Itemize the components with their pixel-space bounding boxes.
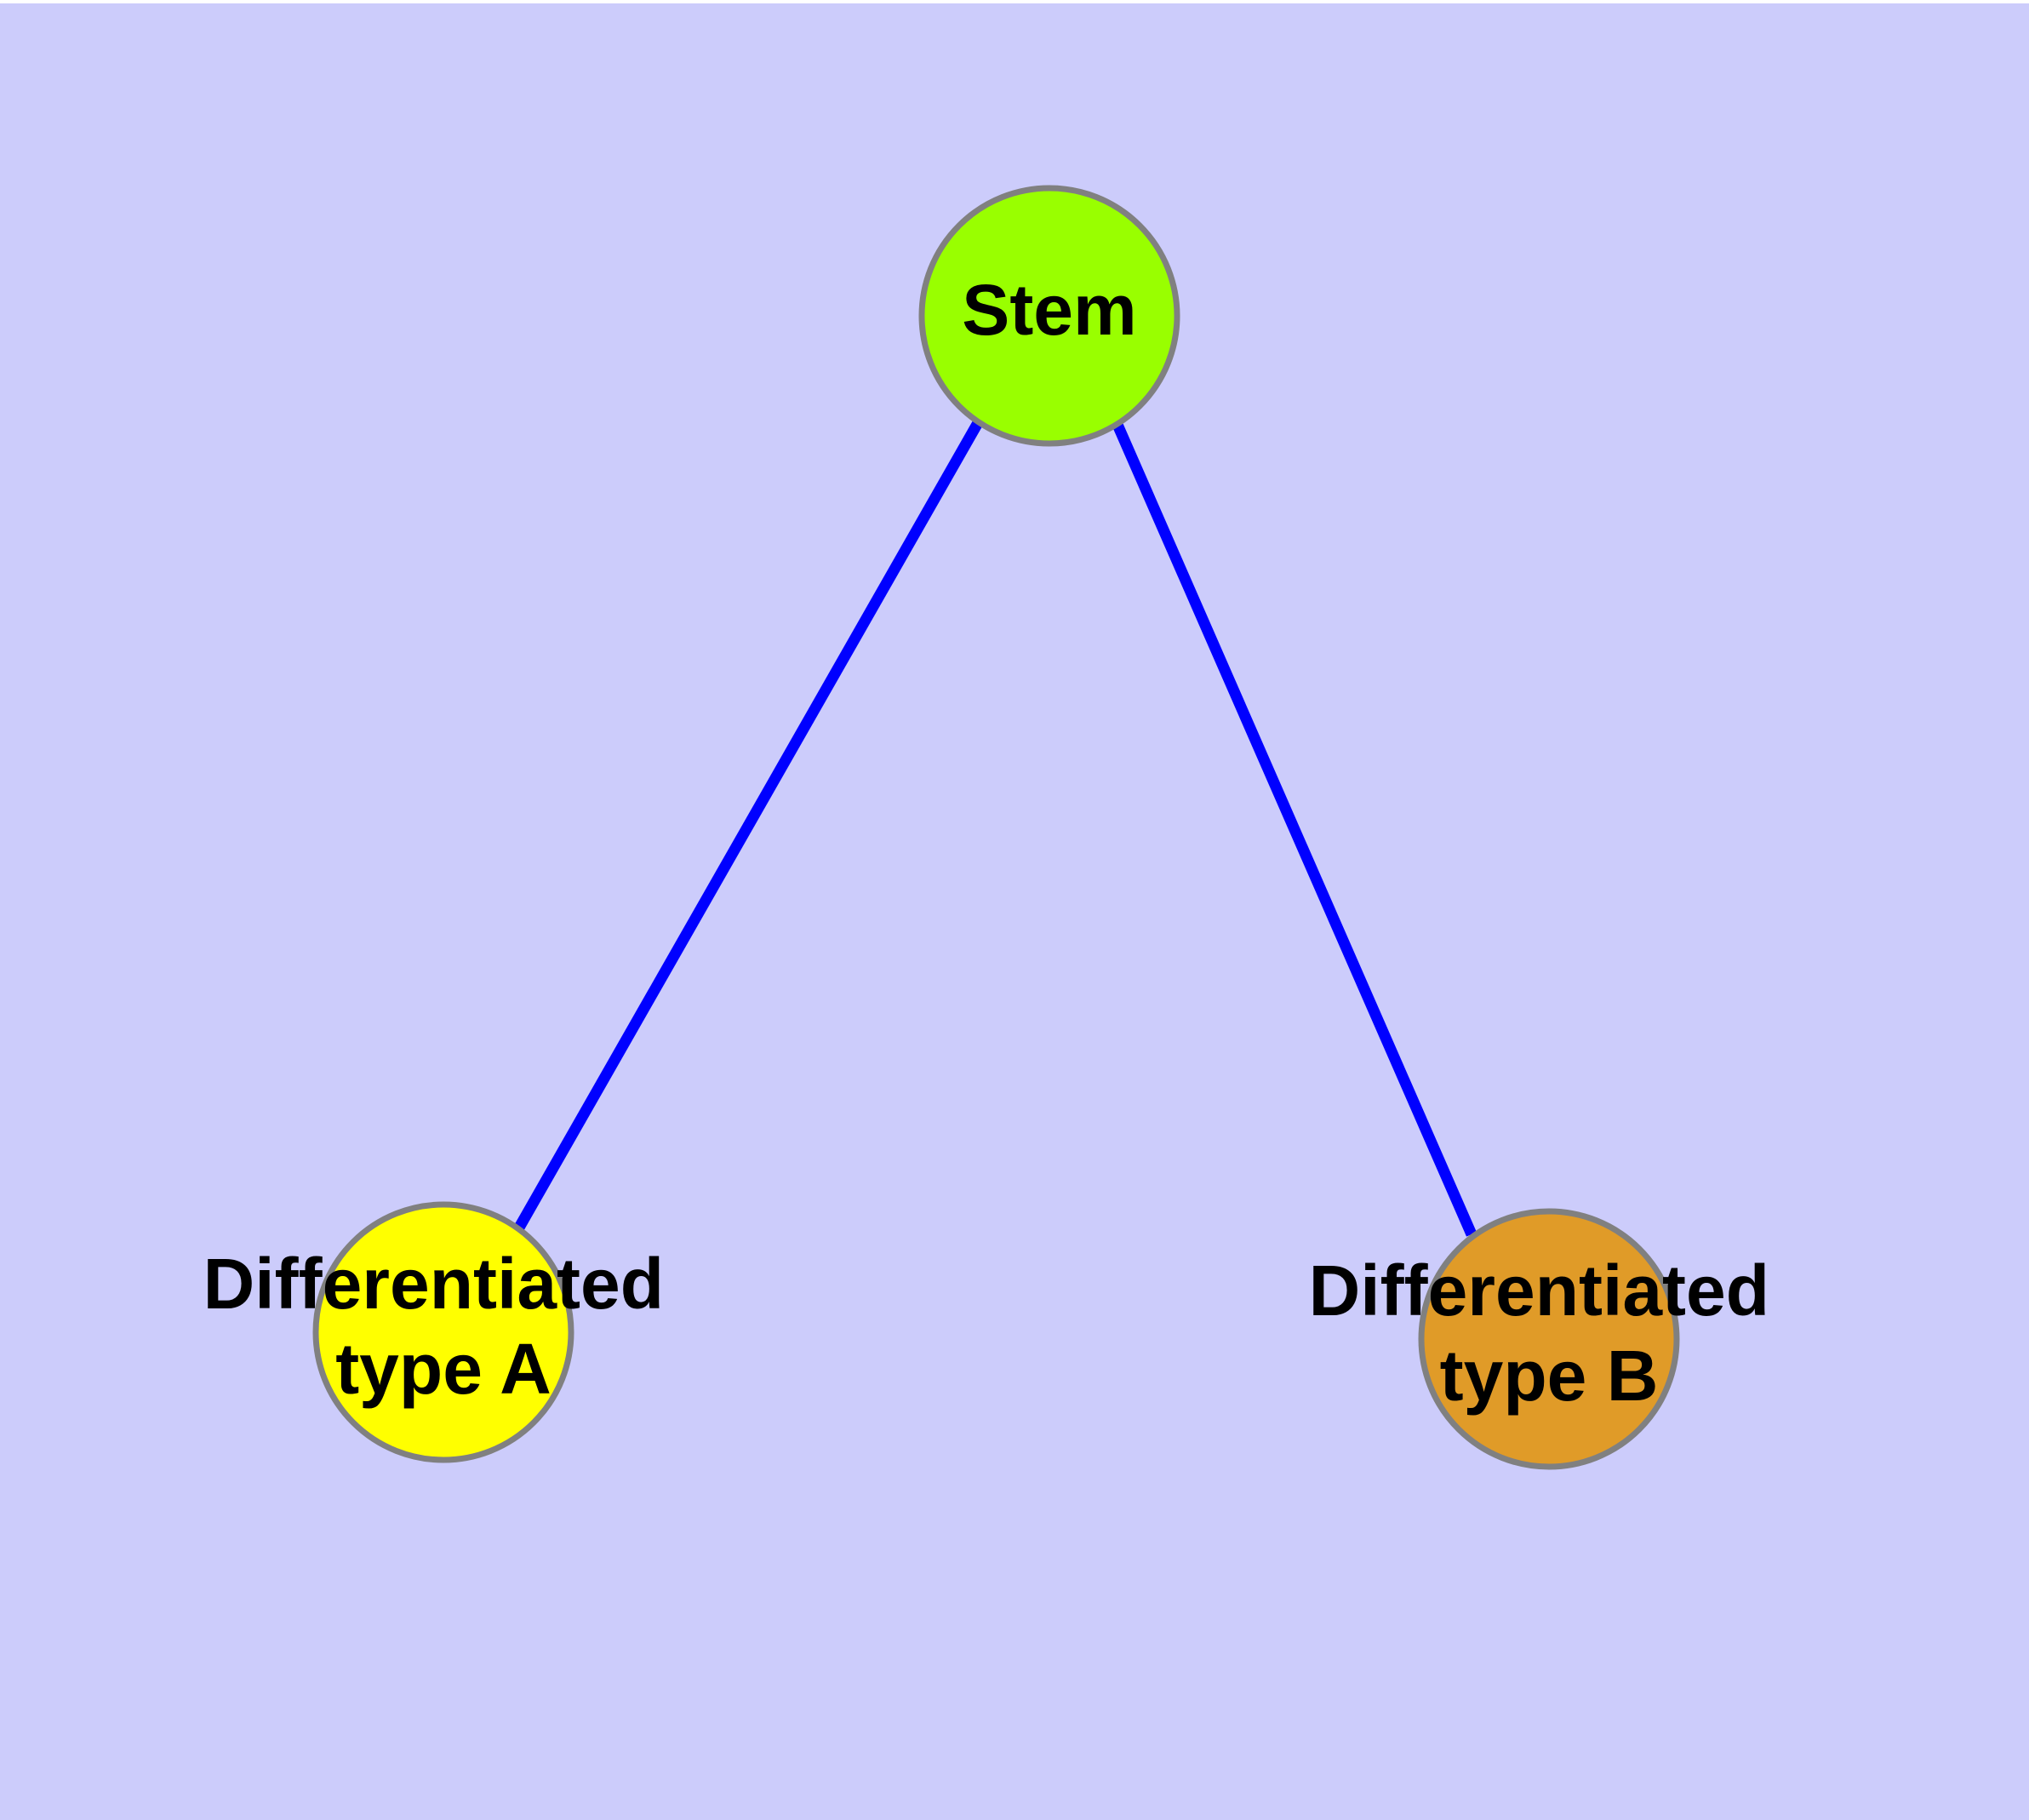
node-label-stem-line-1: Stem xyxy=(962,270,1136,350)
edge-stem-to-differentiated-type-b[interactable] xyxy=(1110,416,1477,1237)
node-label-differentiated-type-b: Differentiated type B xyxy=(1309,1251,1790,1416)
node-label-differentiated-type-b-line-1: Differentiated xyxy=(1309,1251,1769,1331)
node-differentiated-type-b[interactable] xyxy=(1418,1208,1680,1470)
node-layer xyxy=(312,185,1680,1470)
label-layer: Stem Differentiated type A Differentiate… xyxy=(203,270,1790,1416)
node-differentiated-type-a[interactable] xyxy=(312,1201,574,1463)
node-label-differentiated-type-a-line-2: type A xyxy=(335,1329,552,1409)
node-label-stem: Stem xyxy=(962,270,1136,350)
node-label-differentiated-type-a-line-1: Differentiated xyxy=(203,1244,664,1324)
edge-stem-to-differentiated-type-a[interactable] xyxy=(514,418,984,1231)
node-label-differentiated-type-b-line-2: type B xyxy=(1440,1336,1659,1416)
node-stem[interactable] xyxy=(918,185,1180,447)
node-label-differentiated-type-a: Differentiated type A xyxy=(203,1244,684,1409)
edge-layer xyxy=(514,416,1477,1237)
